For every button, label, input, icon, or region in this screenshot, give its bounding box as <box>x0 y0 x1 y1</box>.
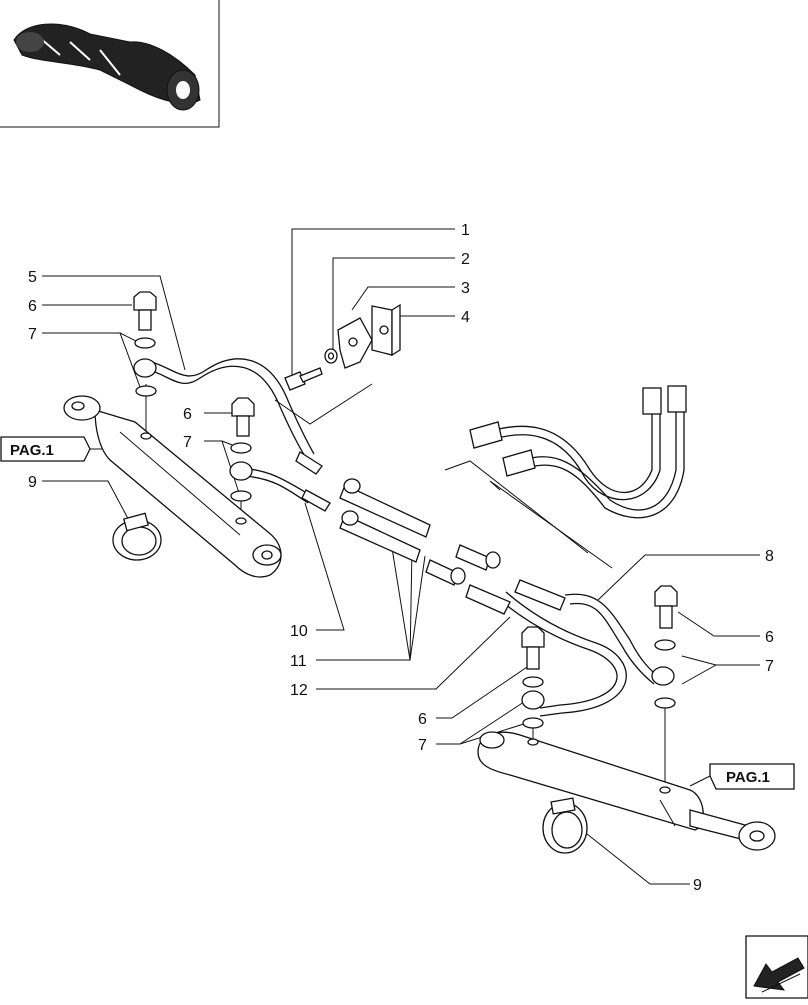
callout-10: 10 <box>290 623 308 640</box>
callout-4: 4 <box>461 309 470 326</box>
axle-assembly-icon <box>13 23 201 111</box>
hose-clamp-9-left[interactable] <box>112 512 162 561</box>
page-turn-arrow-icon[interactable] <box>745 935 808 999</box>
callout-6-right: 6 <box>765 629 774 646</box>
hydraulic-cylinder-left[interactable] <box>63 395 282 578</box>
hose-12[interactable] <box>465 584 627 717</box>
callout-9-right: 9 <box>693 877 702 894</box>
callout-11: 11 <box>290 653 307 670</box>
clamp-block-4[interactable] <box>371 303 401 357</box>
callout-5: 5 <box>28 269 37 286</box>
page-ref-left[interactable]: PAG.1 <box>0 436 91 462</box>
banjo-bolt-6-mid[interactable] <box>231 397 255 437</box>
callout-12: 12 <box>290 682 308 699</box>
fitting-set-11[interactable] <box>339 478 501 586</box>
callout-7-right: 7 <box>765 658 774 675</box>
washer-7-top[interactable] <box>133 337 157 397</box>
hose-5[interactable] <box>145 358 323 475</box>
callout-7-lower: 7 <box>418 737 427 754</box>
banjo-bolt-6-right[interactable] <box>654 585 678 629</box>
washer-2[interactable] <box>324 348 338 364</box>
callout-7-top: 7 <box>28 326 37 343</box>
steel-tubes <box>469 385 687 519</box>
hydraulic-cylinder-right[interactable] <box>477 731 776 851</box>
hose-10[interactable] <box>239 467 331 512</box>
washer-7-right[interactable] <box>651 639 676 709</box>
clamp-bracket-3[interactable] <box>337 317 373 369</box>
callout-6-mid: 6 <box>183 406 192 423</box>
page-ref-right-label: PAG.1 <box>726 769 770 786</box>
thumbnail-frame[interactable] <box>0 0 220 128</box>
callout-9-left: 9 <box>28 474 37 491</box>
callout-6-lower: 6 <box>418 711 427 728</box>
callout-7-mid: 7 <box>183 434 192 451</box>
callout-6-top: 6 <box>28 298 37 315</box>
page-ref-right[interactable]: PAG.1 <box>709 763 795 790</box>
hose-8[interactable] <box>514 579 661 685</box>
callout-8: 8 <box>765 548 774 565</box>
banjo-bolt-6-lower[interactable] <box>521 626 545 670</box>
callout-1: 1 <box>461 222 470 239</box>
banjo-bolt-6-top[interactable] <box>133 291 157 331</box>
hose-clamp-9-right[interactable] <box>542 797 588 854</box>
washer-7-lower[interactable] <box>521 676 545 729</box>
callout-2: 2 <box>461 251 470 268</box>
bolt-1[interactable] <box>284 367 323 391</box>
callout-numbers: 1 2 3 4 5 6 7 6 7 9 10 11 12 8 6 7 6 7 9 <box>28 222 774 894</box>
leader-lines <box>42 228 760 885</box>
page-ref-left-label: PAG.1 <box>10 442 54 459</box>
washer-7-mid[interactable] <box>229 442 253 502</box>
callout-3: 3 <box>461 280 470 297</box>
